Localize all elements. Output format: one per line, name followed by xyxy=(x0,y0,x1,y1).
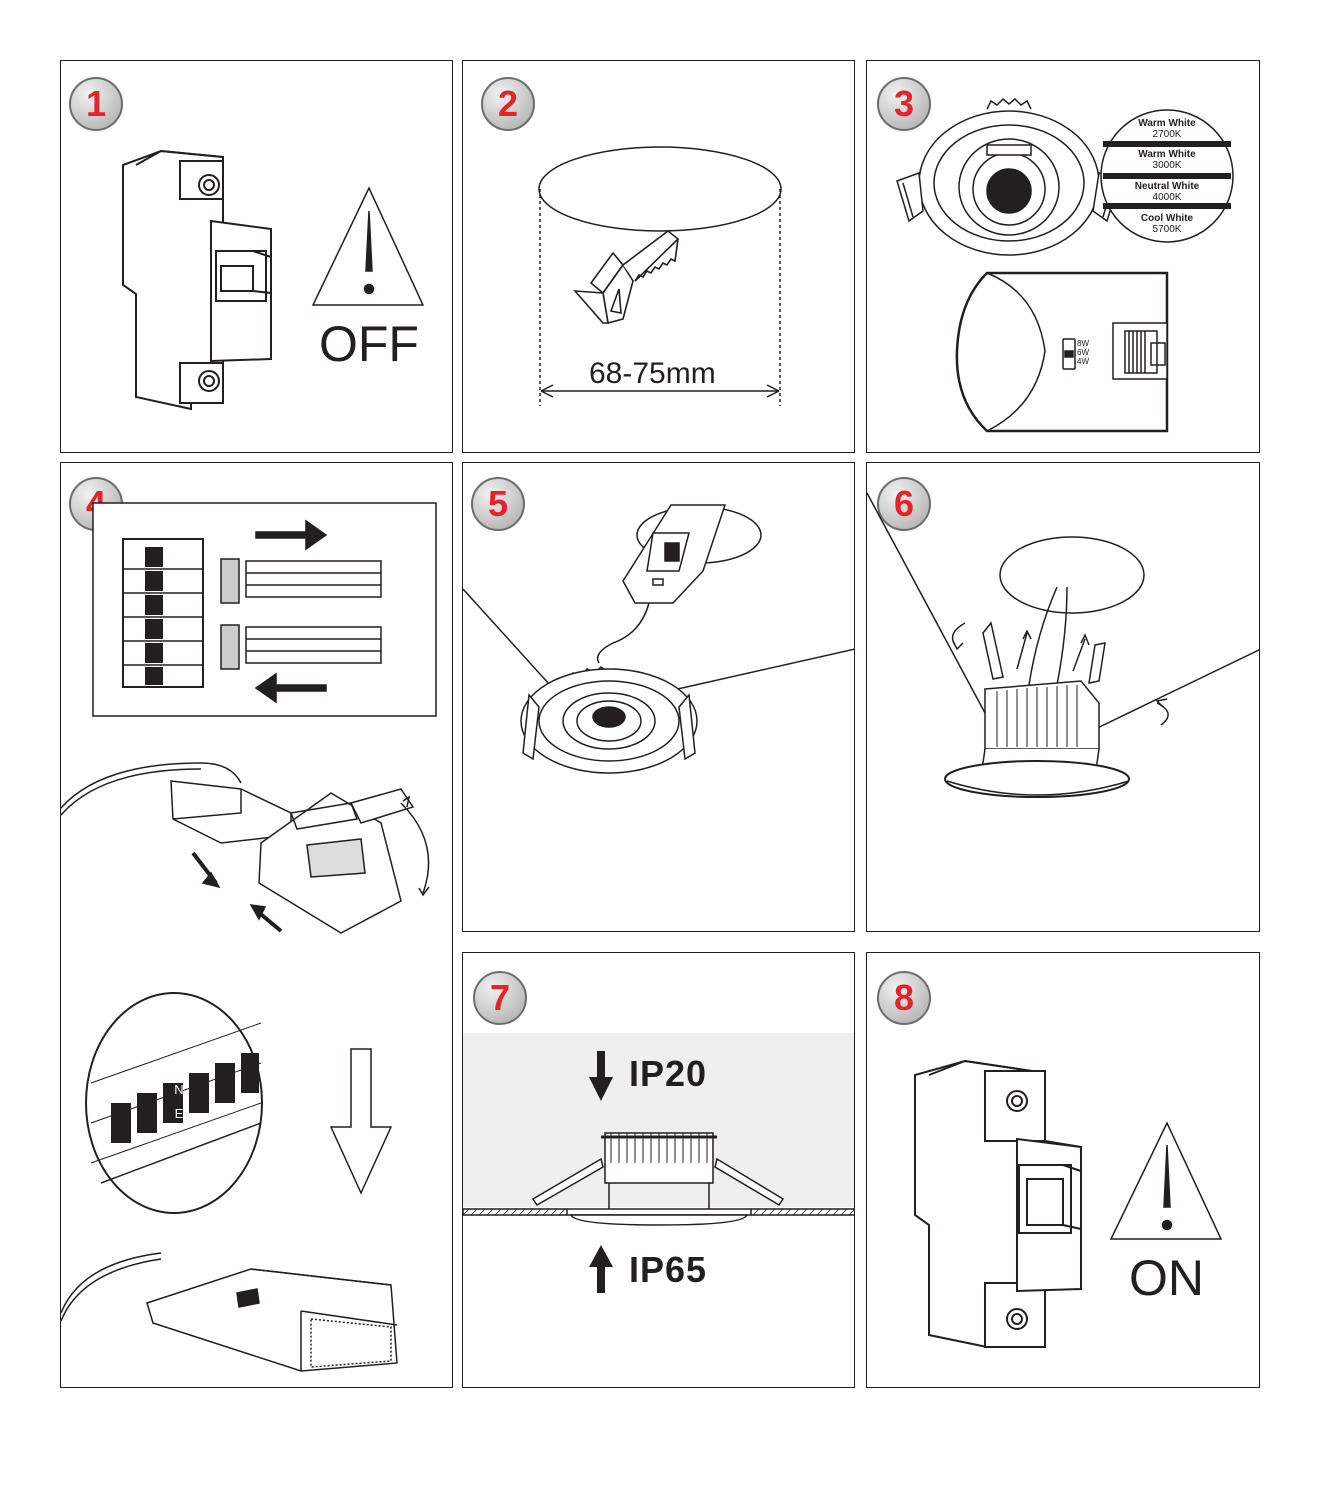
terminal-label: E xyxy=(174,1034,184,1049)
terminal-label: E xyxy=(174,1106,184,1121)
step-8-panel: 8 ON xyxy=(866,952,1260,1388)
warning-triangle-icon xyxy=(311,186,425,306)
circuit-breaker-illustration xyxy=(914,1059,1082,1349)
step-number-badge: 3 xyxy=(877,77,931,131)
warning-triangle-icon xyxy=(1109,1121,1223,1240)
step-4-panel: 4 xyxy=(60,462,453,1388)
color-temp-kelvin: 5700K xyxy=(1152,224,1182,235)
step-7-panel: 7 IP20 IP65 xyxy=(462,952,855,1388)
color-temp-name: Cool White xyxy=(1140,213,1194,224)
color-temp-kelvin: 2700K xyxy=(1152,129,1182,140)
ceiling-cutout-illustration xyxy=(538,146,782,406)
color-temp-kelvin: 4000K xyxy=(1152,192,1182,203)
color-temp-5700k: Cool White 5700K xyxy=(1108,213,1226,235)
cutout-diameter-label: 68-75mm xyxy=(589,357,716,390)
terminal-label: N xyxy=(174,1058,184,1073)
circuit-breaker-illustration xyxy=(122,149,272,411)
terminal-label: N xyxy=(174,1082,184,1097)
step-3-panel: 3 Warm White 2700K Warm White 3000K xyxy=(866,60,1260,453)
install-downlight-illustration xyxy=(463,504,854,774)
wattage-4w: 4W xyxy=(1077,357,1089,366)
terminal-labels: L E N N E L xyxy=(172,1006,186,1150)
step-6-panel: 6 xyxy=(866,462,1260,932)
step-number-badge: 8 xyxy=(877,971,931,1025)
step-2-panel: 2 68-75mm xyxy=(462,60,855,453)
step-number-badge: 5 xyxy=(471,477,525,531)
wattage-6w: 6W xyxy=(1077,348,1089,357)
terminal-label: L xyxy=(175,1010,183,1025)
wattage-selector-labels: 8W 6W 4W xyxy=(1077,339,1089,366)
step-1-panel: 1 OFF xyxy=(60,60,453,453)
color-temp-3000k: Warm White 3000K xyxy=(1108,149,1226,171)
step-number-badge: 2 xyxy=(481,77,535,131)
power-on-label: ON xyxy=(1129,1250,1204,1306)
terminal-label: L xyxy=(175,1130,183,1145)
color-temp-2700k: Warm White 2700K xyxy=(1108,118,1226,140)
downlight-top-view-illustration xyxy=(896,97,1234,433)
wattage-8w: 8W xyxy=(1077,339,1089,348)
color-temp-kelvin: 3000K xyxy=(1152,160,1182,171)
color-temp-name: Neutral White xyxy=(1134,181,1200,192)
ip20-label: IP20 xyxy=(629,1053,708,1094)
color-temp-name: Warm White xyxy=(1138,118,1196,129)
wiring-terminal-illustration xyxy=(61,502,437,1372)
ip-rating-illustration xyxy=(463,1051,854,1293)
color-temp-4000k: Neutral White 4000K xyxy=(1108,181,1226,203)
spring-clip-illustration xyxy=(867,492,1259,798)
step-number-badge: 6 xyxy=(877,477,931,531)
power-off-label: OFF xyxy=(319,316,419,372)
step-5-panel: 5 xyxy=(462,462,855,932)
color-temp-name: Warm White xyxy=(1138,149,1196,160)
step-number-badge: 1 xyxy=(69,77,123,131)
step-number-badge: 7 xyxy=(473,971,527,1025)
ip65-label: IP65 xyxy=(629,1249,708,1290)
